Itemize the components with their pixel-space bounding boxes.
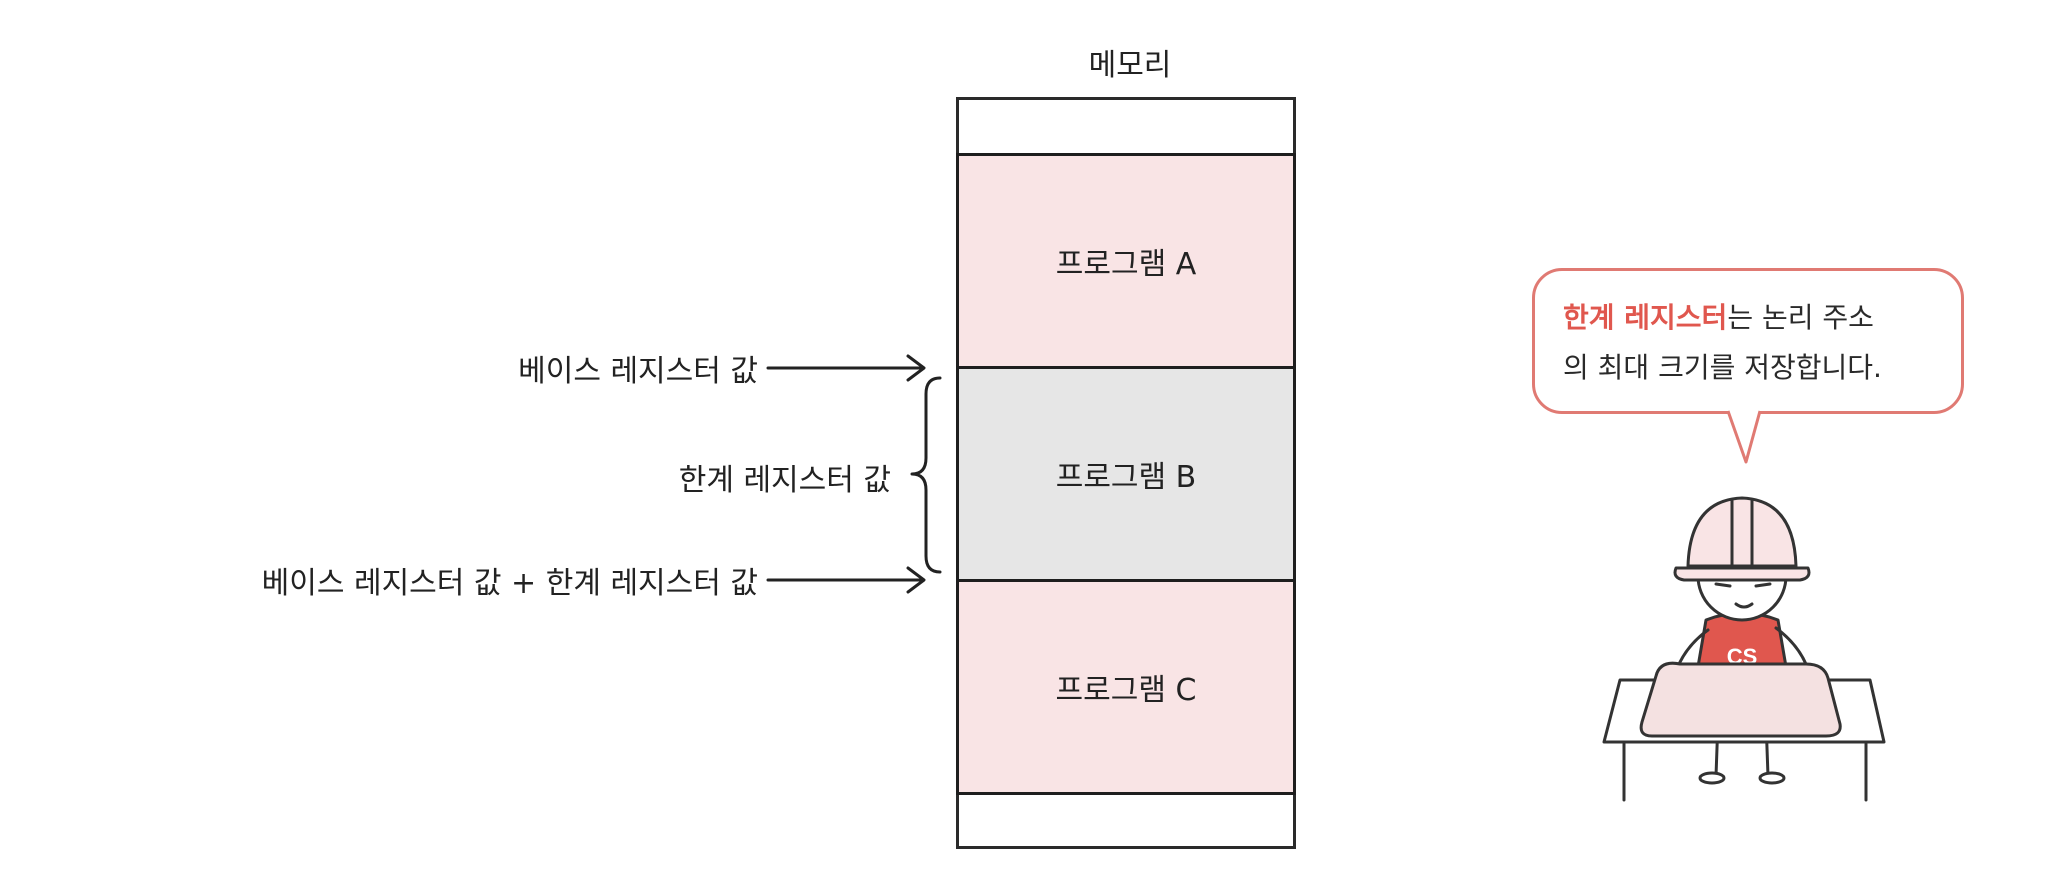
character-foot-right xyxy=(1760,773,1784,783)
character-foot-left xyxy=(1700,773,1724,783)
character-illustration: CS xyxy=(1580,410,1900,810)
bubble-line-1-rest: 는 논리 주소 xyxy=(1727,301,1874,334)
character-eye-left xyxy=(1716,584,1730,586)
bubble-highlight: 한계 레지스터 xyxy=(1563,301,1727,334)
hard-hat-brim xyxy=(1675,568,1809,580)
blueprint-paper xyxy=(1641,663,1840,736)
character-eye-right xyxy=(1756,584,1770,586)
bubble-tail xyxy=(1728,411,1760,462)
bubble-line-1: 한계 레지스터는 논리 주소 xyxy=(1563,293,1933,343)
bubble-line-2: 의 최대 크기를 저장합니다. xyxy=(1563,343,1933,393)
limit-register-brace xyxy=(912,378,940,572)
hard-hat xyxy=(1688,498,1796,566)
speech-bubble: 한계 레지스터는 논리 주소 의 최대 크기를 저장합니다. xyxy=(1532,268,1964,414)
